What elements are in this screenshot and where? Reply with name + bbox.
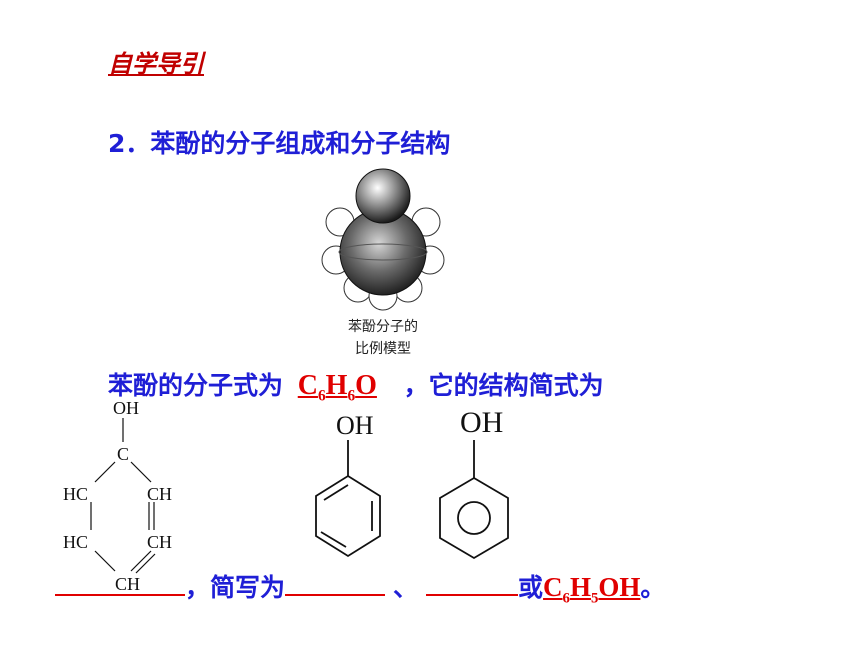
expanded-structural-formula: OH C HC CH HC CH CH	[63, 398, 172, 594]
answer-blank-3	[426, 590, 519, 596]
hc-left-upper-label: HC	[63, 484, 88, 504]
molecular-formula-line: 苯酚的分子式为 C6H6O ，它的结构简式为	[108, 366, 604, 406]
c-top-label: C	[117, 444, 129, 464]
section-title: 2．苯酚的分子组成和分子结构	[108, 129, 451, 158]
ch-right-lower-label: CH	[147, 532, 172, 552]
ch-bottom-label: CH	[115, 574, 140, 594]
line1-suffix: ，它的结构简式为	[403, 371, 604, 400]
oxygen-atom	[355, 168, 411, 224]
phenol-space-filling-model	[321, 168, 445, 311]
simplified-formula-answer: C6H5OH	[543, 572, 641, 607]
oh-ring1-label: OH	[336, 411, 374, 440]
benzene-ring-circle-structure: OH	[439, 406, 509, 560]
ch-right-upper-label: CH	[147, 484, 172, 504]
section-heading: 自学导引	[108, 50, 204, 78]
benzene-ring-kekule-structure: OH	[315, 411, 381, 558]
hc-left-lower-label: HC	[63, 532, 88, 552]
oh-top-label: OH	[113, 398, 139, 418]
structural-formula-line: ，简写为、或C6H5OH。	[55, 568, 665, 607]
oh-ring2-label: OH	[460, 406, 503, 439]
answer-blank-1	[55, 590, 185, 596]
answer-blank-2	[285, 590, 386, 596]
line1-prefix: 苯酚的分子式为	[108, 371, 284, 400]
molecular-formula-answer: C6H6O	[297, 370, 377, 405]
model-caption: 苯酚分子的 比例模型	[348, 319, 418, 357]
